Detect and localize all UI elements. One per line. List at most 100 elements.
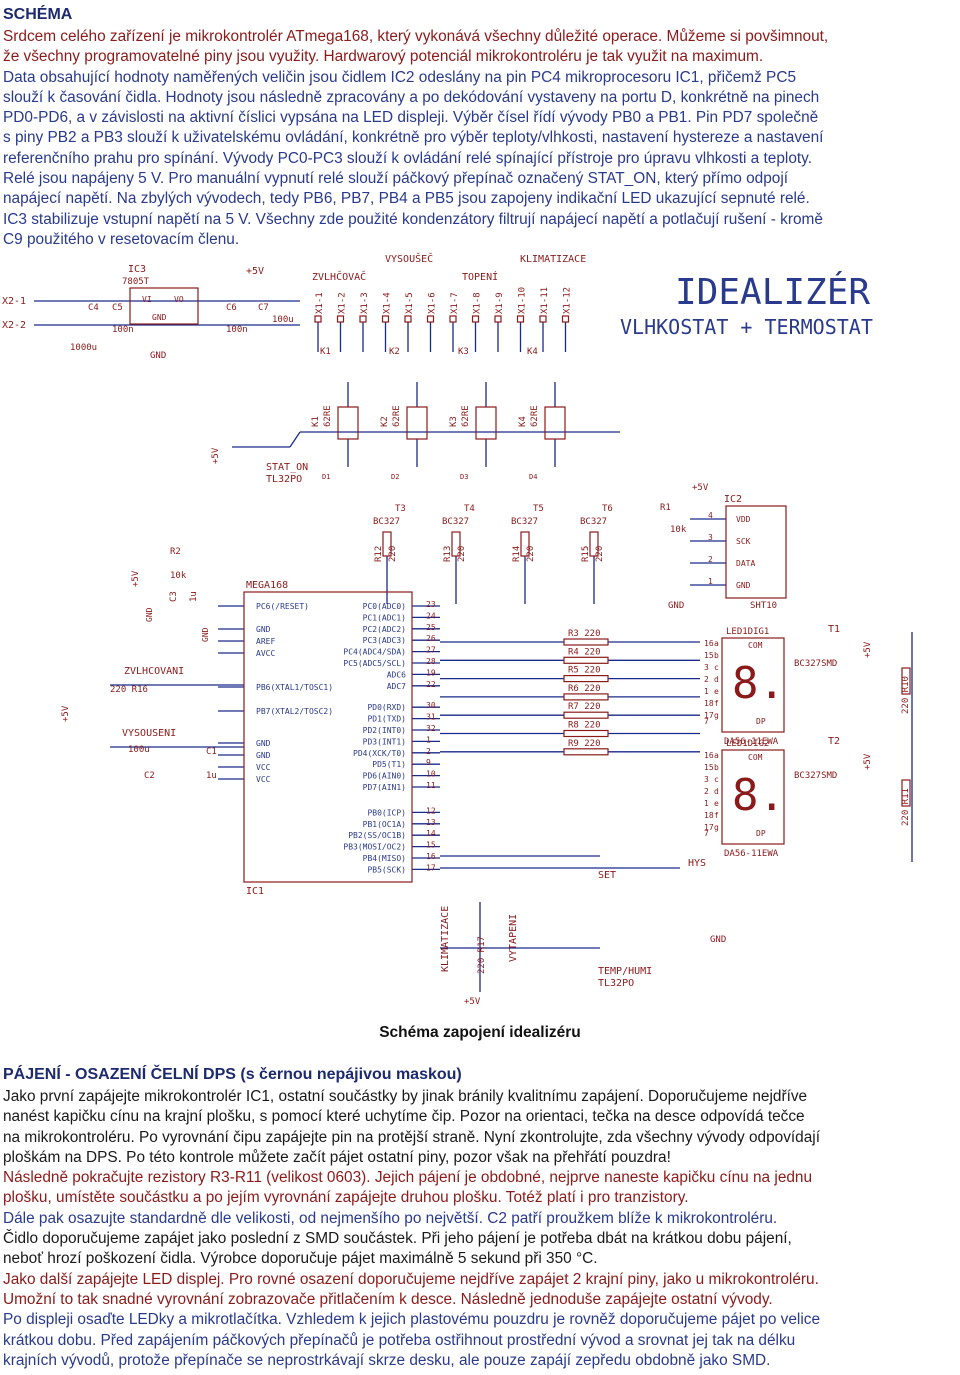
mcu-pin-number: 17 [426, 863, 436, 872]
display-com: COM [748, 641, 763, 650]
display-pin-number: 16 [704, 751, 714, 760]
display-pin-number: 17 [704, 711, 714, 720]
mcu-pin-label: PC3(ADC3) [363, 636, 406, 645]
text-line: Jako další zapájejte LED displej. Pro ro… [3, 1270, 819, 1288]
segment-label: c [714, 663, 719, 672]
segment-label: e [714, 799, 719, 808]
mcu-pin-number: 32 [426, 724, 436, 733]
mcu-pin-label: PB2(SS/OC1B) [348, 831, 406, 840]
mcu-pin-number: 19 [426, 668, 436, 677]
display-name: LED1DIG1 [726, 627, 769, 637]
diode-label: D2 [391, 473, 399, 481]
display-name: LED1DIG2 [726, 739, 769, 749]
connector-pin [516, 315, 525, 323]
schematic-subtitle: VLHKOSTAT + TERMOSTAT [620, 315, 873, 339]
text-line: s piny PB2 a PB3 slouží k uživatelskému … [3, 129, 824, 147]
segment-label: c [714, 775, 719, 784]
regulator-type: 7805T [122, 277, 150, 287]
text-line: neboť hrozí poškození čidla. Výrobce dop… [3, 1250, 598, 1268]
resistor [901, 667, 911, 695]
capacitor-label: C1 [206, 747, 217, 757]
display-pin-number: 15 [704, 651, 714, 660]
switch-label: TEMP/HUMI [598, 966, 652, 977]
capacitor-label: C4 [88, 303, 99, 313]
capacitor-value: 1000u [70, 343, 97, 353]
mcu-pin-label: PD2(INT0) [363, 726, 406, 735]
led-label: ZVLHCOVANI [124, 666, 184, 677]
text-line: Srdcem celého zařízení je mikrokontrolér… [3, 28, 829, 45]
resistor [563, 693, 609, 701]
connector-label: X1-1 [315, 292, 325, 314]
mcu-name: IC1 [246, 886, 264, 897]
relay-value: 62RE [392, 405, 402, 427]
sensor-pin-label: GND [736, 581, 751, 590]
schematic-drawing: IDEALIZÉR VLHKOSTAT + TERMOSTAT ZVLHČOVA… [2, 252, 913, 1007]
segment-label: DP [756, 717, 766, 726]
group-label: ZVLHČOVAČ [312, 270, 366, 283]
mcu-pin-number: 16 [426, 852, 436, 861]
mcu-pin-label: PC1(ADC1) [363, 613, 406, 622]
display-pin-number: 18 [704, 811, 714, 820]
resistor [563, 656, 609, 664]
mcu-pin-number: 23 [426, 600, 436, 609]
mcu-pin-label: PB3(MOSI/OC2) [343, 843, 406, 852]
connector-pin [336, 315, 345, 323]
connector-label: X1-5 [405, 292, 415, 314]
text-line: Relé jsou napájeny 5 V. Pro manuální vyp… [3, 170, 789, 188]
capacitor-value: 100u [128, 745, 150, 755]
segment-label: f [714, 699, 719, 708]
relay-coil-label: K2 [380, 416, 390, 427]
section-heading-schema: SCHÉMA [3, 6, 73, 23]
mcu-pin-label: PB5(SCK) [367, 865, 406, 874]
sensor-name: IC2 [724, 494, 742, 505]
mcu-pin-number: 31 [426, 713, 436, 722]
relay-coil-label: K1 [311, 416, 321, 427]
mcu-pin-label: GND [256, 751, 271, 760]
display-type: DA56-11EWA [724, 849, 779, 859]
segment-resistor-label: R4 220 [568, 647, 601, 657]
led-label: VYTAPENI [508, 914, 519, 962]
resistor [520, 531, 530, 557]
mcu-pin-number: 22 [426, 680, 436, 689]
capacitor-value: 1u [206, 771, 217, 781]
base-resistor-label: R12 [374, 546, 384, 562]
sensor-type: SHT10 [750, 601, 777, 611]
segment-resistor-label: R5 220 [568, 666, 601, 676]
diode-label: D3 [460, 473, 468, 481]
relay-label: K1 [320, 347, 331, 357]
relay-coil [406, 406, 428, 440]
text-line: Jako první zapájejte mikrokontrolér IC1,… [3, 1088, 808, 1105]
display-body [721, 637, 785, 733]
display-type: DA56-11EWA [724, 737, 779, 747]
display-pin-number: 3 [704, 775, 709, 784]
display-pin-number: 3 [704, 663, 709, 672]
mcu-pin-label: PC2(ADC2) [363, 625, 406, 634]
supply-label: +5V [464, 997, 481, 1007]
base-resistor-label: R15 [581, 546, 591, 562]
mcu-pin-number: 13 [426, 818, 436, 827]
led-label: VYSOUSENI [122, 728, 176, 739]
base-resistor-value: 220 [388, 546, 398, 562]
transistor-label: T5 [533, 504, 544, 514]
segment-label: b [714, 763, 719, 772]
text-line: na mikrokontroléru. Po vyrovnání čipu za… [3, 1128, 820, 1146]
schematic-title: IDEALIZÉR [675, 271, 870, 313]
base-resistor-label: R14 [512, 546, 522, 562]
soldering-instructions: Jako první zapájejte mikrokontrolér IC1,… [3, 1087, 957, 1371]
mcu-pin-number: 14 [426, 829, 436, 838]
mcu-pin-number: 9 [426, 758, 431, 767]
sensor-pin-number: 4 [708, 511, 713, 520]
text-line: PD0-PD6, a v závislosti na aktivní čísli… [3, 109, 819, 127]
text-line: C9 použitého v resetovacím členu. [3, 230, 240, 248]
relay-value: 62RE [323, 405, 333, 427]
digit-transistor-label: T1 [828, 624, 840, 635]
text-line: krajních vývodů, protože přepínače se ne… [3, 1351, 771, 1369]
power-input-label: X2-1 [2, 296, 26, 307]
capacitor-label: C7 [258, 303, 269, 313]
segment-label: g [714, 711, 719, 720]
base-resistor-value: 220 [457, 546, 467, 562]
resistor-label: 220 R17 [477, 936, 487, 974]
group-label: TOPENÍ [462, 270, 498, 283]
digit-resistor-label: 220 R10 [901, 676, 911, 714]
